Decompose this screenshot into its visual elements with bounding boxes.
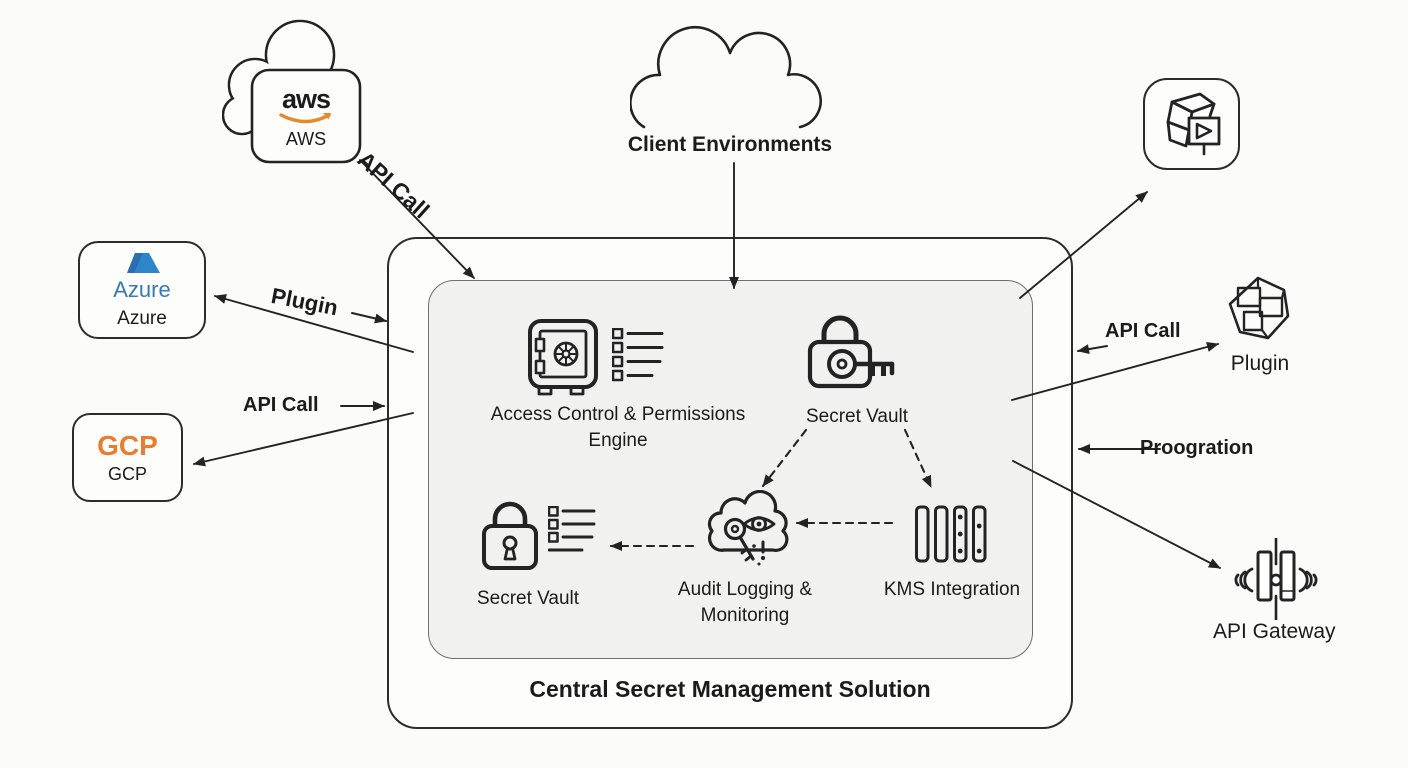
access-engine-label-line2: Engine [588,430,648,451]
checklist-icon [612,328,664,382]
aws-cloud-icon [222,19,362,164]
plugin-api-call-label: API Call [1105,320,1181,342]
audit-label: Audit Logging & Monitoring [660,577,830,629]
audit-label-line1: Audit Logging & [677,579,813,600]
api-gateway-label: API Gateway [1213,620,1336,643]
service-box [1143,78,1240,170]
client-environments-label: Client Environments [627,133,833,156]
aws-swoosh-icon [279,113,331,124]
client-cloud-icon [630,26,822,129]
secret-vault-bottom-label: Secret Vault [476,588,580,609]
safe-icon [528,319,598,396]
arrow-right-apicall-to-center [1077,344,1108,355]
gcp-node: GCP GCP [72,413,183,502]
azure-node: Azure Azure [78,241,206,339]
aws-logo-text: aws [281,84,331,114]
azure-logo-text: Azure [113,276,171,302]
arrow-plugin-label-to-center [351,312,387,324]
plugin-label: Plugin [1230,352,1290,375]
inner-panel [428,280,1033,659]
lock-key-icon [807,315,895,389]
azure-label: Azure [117,307,167,329]
access-engine-label: Access Control & Permissions Engine [468,402,768,454]
kms-icon [915,505,987,563]
azure-logo-icon [127,252,160,273]
service-cube-icon [1166,92,1220,156]
arrow-center-to-gcp [193,412,414,467]
gcp-logo-text: GCP [97,430,158,461]
checklist-icon-2 [548,506,596,552]
gcp-label: GCP [107,464,147,484]
propagation-label: Proogration [1140,437,1254,459]
central-title: Central Secret Management Solution [529,676,931,702]
aws-label: AWS [285,129,327,149]
padlock-icon [482,501,538,570]
gcp-api-call-label: API Call [243,394,319,416]
secret-vault-top-label: Secret Vault [805,406,909,427]
access-engine-label-line1: Access Control & Permissions [490,404,746,425]
kms-label: KMS Integration [883,579,1021,600]
audit-label-line2: Monitoring [700,605,790,626]
api-gateway-icon [1234,538,1318,620]
azure-plugin-label: Plugin [269,283,340,321]
plugin-cubes-icon [1228,276,1290,340]
audit-cloud-icon [707,490,789,566]
